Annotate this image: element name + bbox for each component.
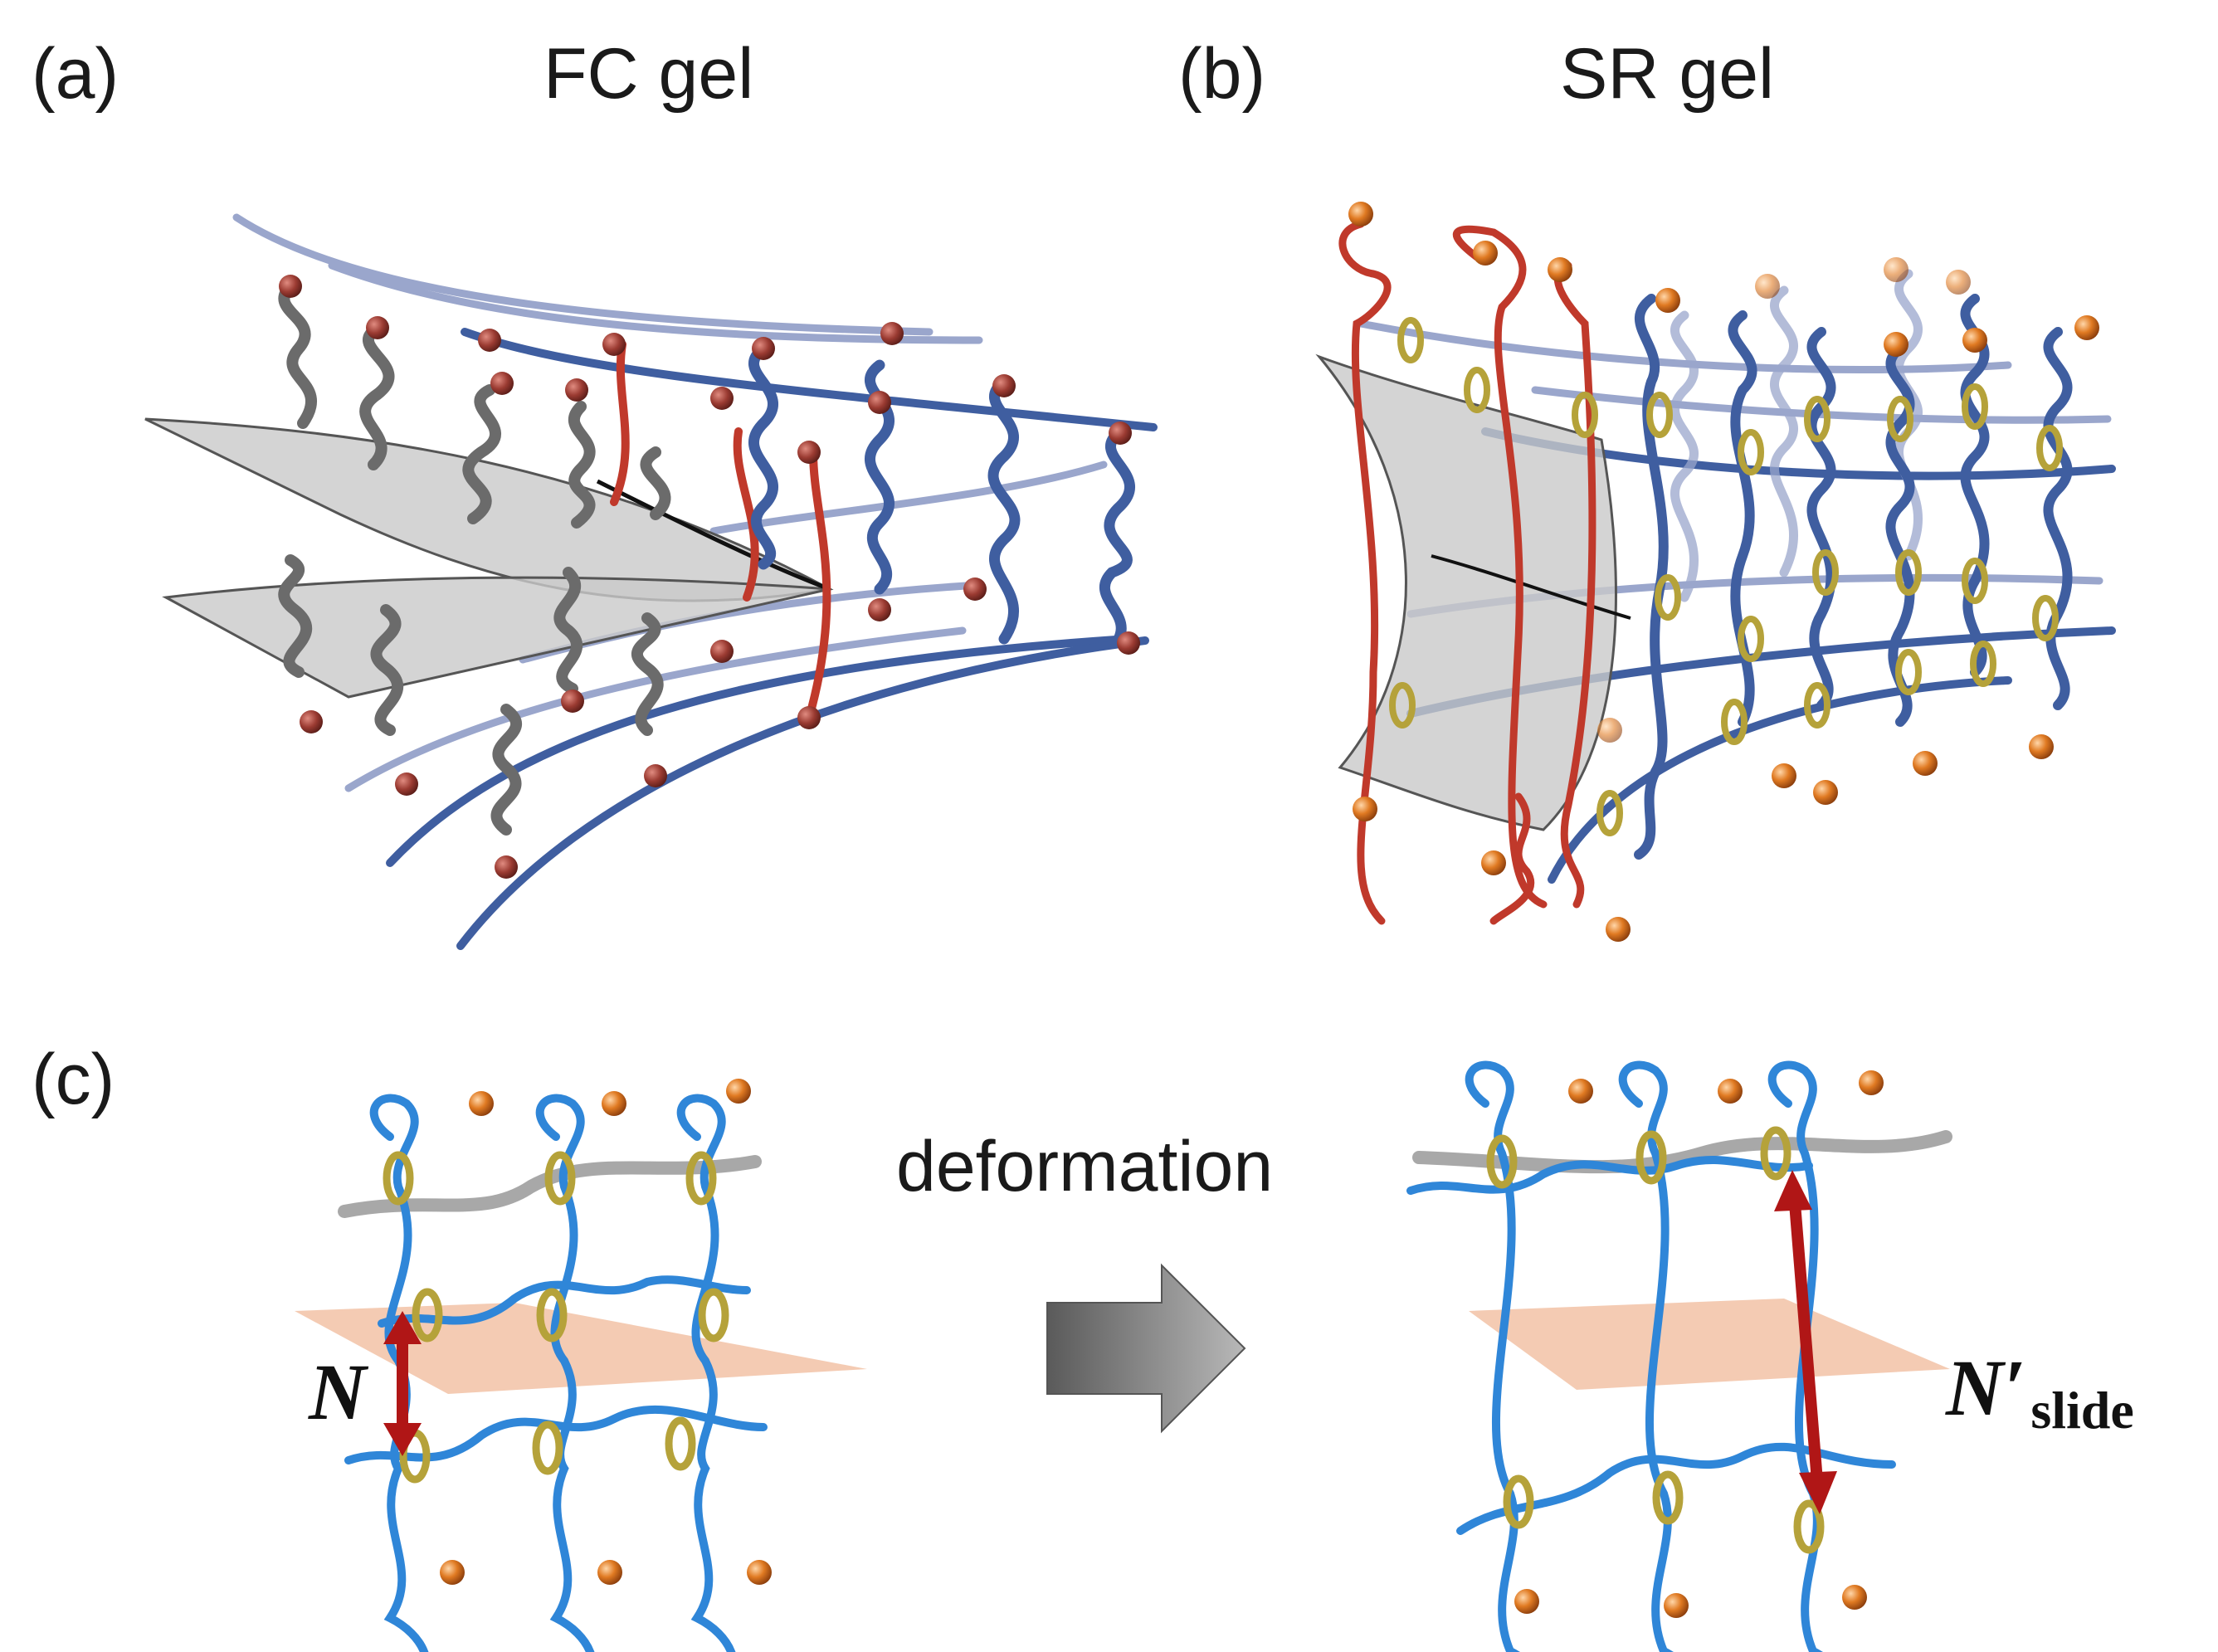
panel-b: (b) SR gel: [1178, 34, 2116, 942]
cut-plane: [1469, 1299, 1950, 1390]
panel-a-letter: (a): [32, 34, 119, 114]
sliding-rings: [1486, 1126, 1825, 1554]
before-deformation: N: [295, 1079, 867, 1652]
backbone: [1412, 1130, 1952, 1174]
fc-broken-chains: [278, 280, 671, 836]
N-slide-label: N′slide: [1945, 1343, 2134, 1440]
panel-c-letter: (c): [32, 1040, 115, 1119]
end-caps: [440, 1079, 772, 1585]
fixed-crosslink-icon: [279, 275, 1140, 879]
sr-faint-chains: [1670, 269, 1923, 602]
sliding-ring-icon: [1389, 317, 2063, 836]
n-slide-arrow: [1774, 1170, 1837, 1514]
n-arrow: [383, 1311, 422, 1456]
end-cap-icon: [1348, 202, 2099, 942]
panel-b-title: SR gel: [1560, 34, 1774, 114]
end-caps: [1514, 1070, 1884, 1618]
cut-plane: [295, 1303, 867, 1394]
backbone: [338, 1155, 762, 1218]
sliding-rings: [383, 1151, 729, 1484]
fc-intact-chains: [610, 340, 831, 722]
panel-c: (c) deformation: [32, 1040, 2134, 1652]
N-label: N: [308, 1347, 369, 1436]
after-deformation: N′slide: [1406, 1060, 2134, 1652]
deformation-label: deformation: [896, 1127, 1273, 1206]
panel-a-title: FC gel: [544, 34, 753, 114]
panel-a: (a) FC gel: [32, 34, 1158, 950]
process-arrow-icon: [1046, 1263, 1246, 1434]
panel-b-letter: (b): [1178, 34, 1265, 114]
